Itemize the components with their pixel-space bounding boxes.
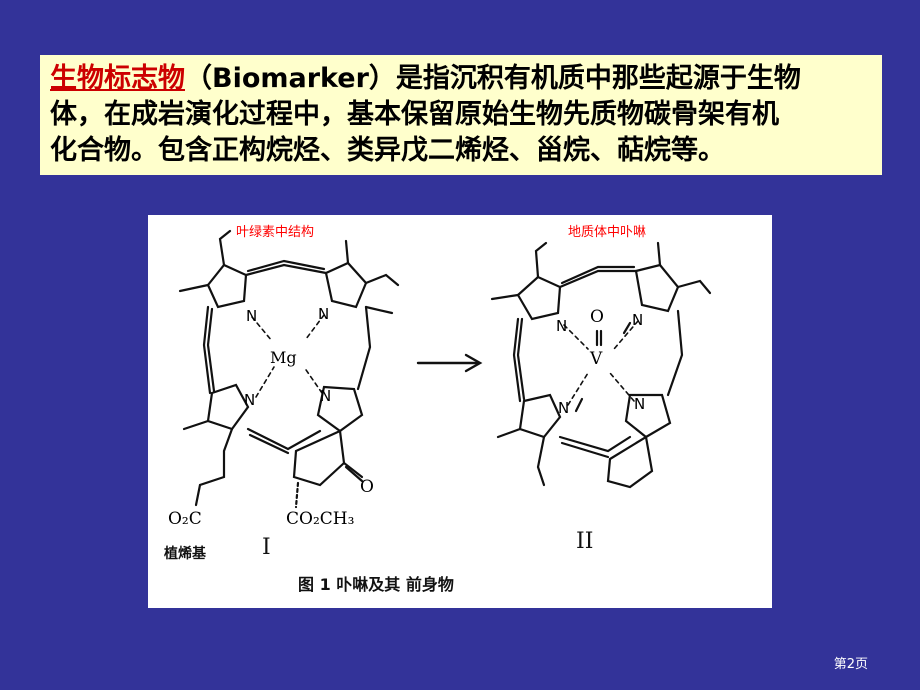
text-line-1-rest: （Biomarker）是指沉积有机质中那些起源于生物 bbox=[185, 63, 801, 94]
porphyrin-figure: 叶绿素中结构 地质体中卟啉 Mg N N N N O V N N N N O₂C… bbox=[148, 215, 772, 608]
structure-numeral-1: I bbox=[262, 535, 271, 560]
nitrogen-label: N bbox=[556, 317, 568, 335]
caption-geologic-porphyrin: 地质体中卟啉 bbox=[568, 225, 647, 240]
oxo-label: O bbox=[590, 307, 604, 327]
mg-atom-label: Mg bbox=[270, 348, 297, 367]
nitrogen-label: N bbox=[634, 395, 646, 413]
pyrrole-ring bbox=[316, 385, 364, 433]
structure-numeral-2: II bbox=[576, 529, 594, 554]
nitrogen-label: N bbox=[558, 399, 570, 417]
nitrogen-label: N bbox=[244, 391, 256, 409]
phytyl-label: 植烯基 bbox=[164, 546, 206, 562]
nitrogen-label: N bbox=[632, 311, 644, 329]
ketone-oxygen-label: O bbox=[360, 477, 374, 497]
nitrogen-label: N bbox=[318, 305, 330, 323]
ester-left-label: O₂C bbox=[168, 509, 202, 529]
biomarker-term: 生物标志物 bbox=[50, 63, 185, 94]
text-line-1: 生物标志物（Biomarker）是指沉积有机质中那些起源于生物 bbox=[50, 61, 872, 97]
pyrrole-ring bbox=[206, 263, 248, 309]
text-line-3: 化合物。包含正构烷烃、类异戊二烯烃、甾烷、萜烷等。 bbox=[50, 135, 725, 166]
caption-chlorophyll: 叶绿素中结构 bbox=[236, 225, 315, 240]
structure-drawing bbox=[178, 229, 712, 509]
nitrogen-label: N bbox=[246, 307, 258, 325]
text-line-2: 体，在成岩演化过程中，基本保留原始生物先质物碳骨架有机 bbox=[50, 99, 779, 130]
nitrogen-label: N bbox=[320, 387, 332, 405]
definition-text-box: 生物标志物（Biomarker）是指沉积有机质中那些起源于生物 体，在成岩演化过… bbox=[40, 55, 882, 175]
ester-right-label: CO₂CH₃ bbox=[286, 509, 355, 529]
pyrrole-ring bbox=[324, 261, 368, 309]
pyrrole-ring bbox=[206, 383, 250, 431]
vanadium-label: V bbox=[590, 349, 603, 369]
figure-caption: 图 1 卟啉及其 前身物 bbox=[298, 575, 454, 594]
page-number: 第2页 bbox=[833, 657, 868, 672]
